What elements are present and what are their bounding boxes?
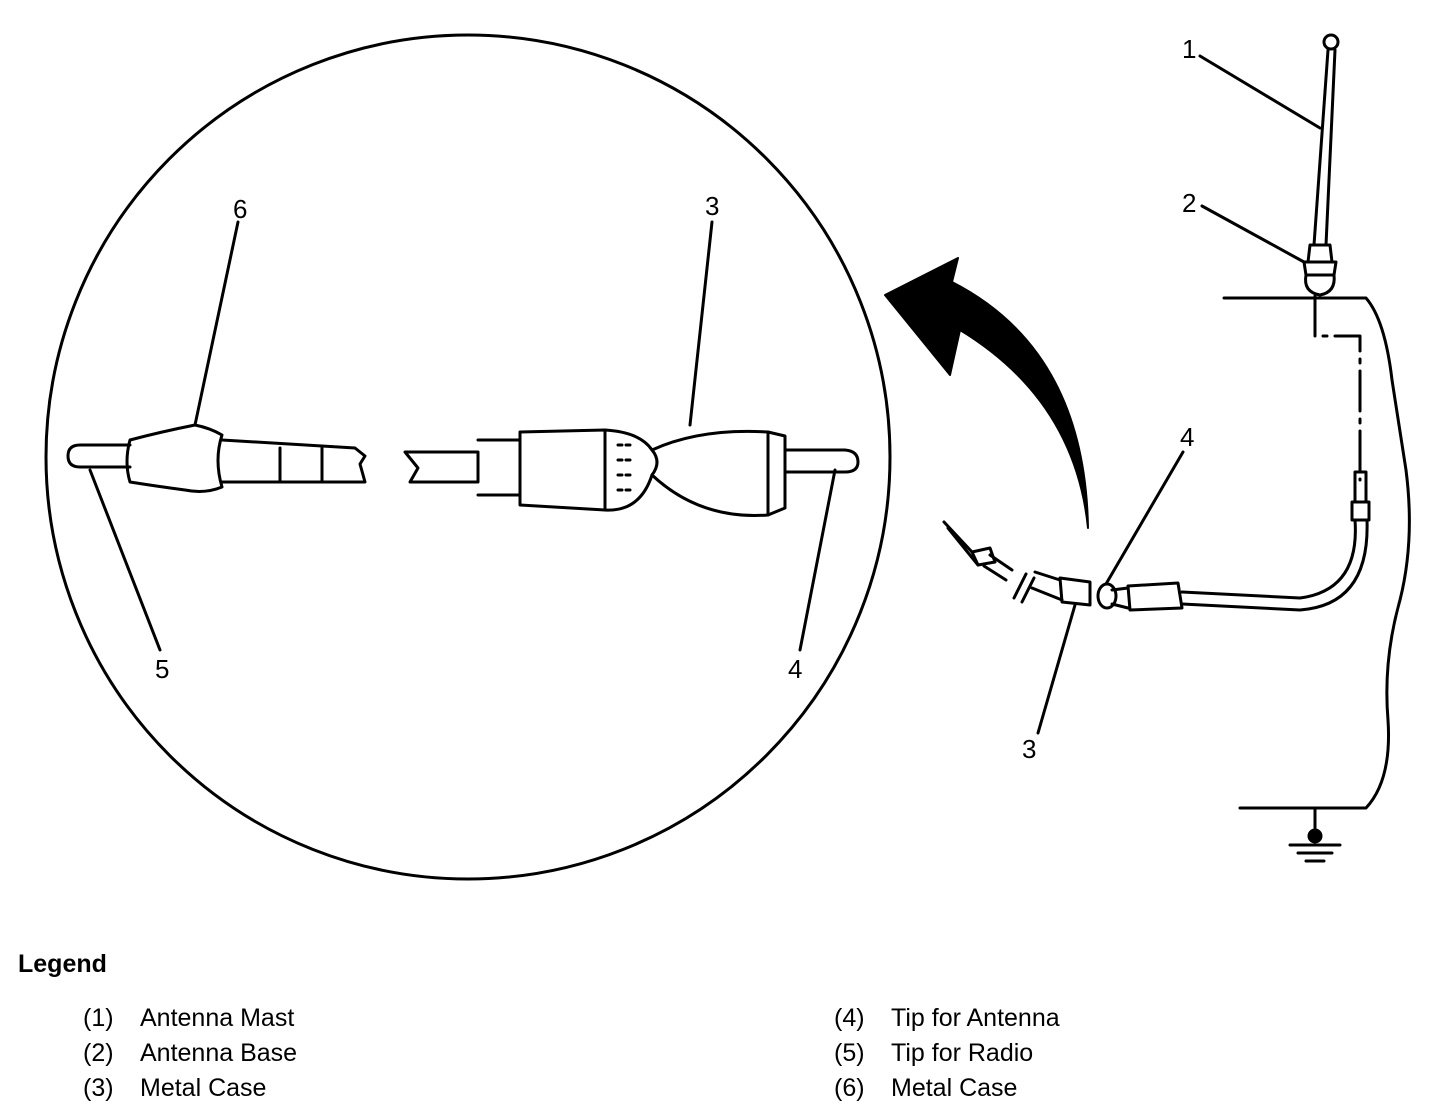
antenna-connector (403, 428, 860, 517)
legend-title: Legend (18, 950, 107, 978)
ground-symbol (1288, 806, 1342, 863)
callout-4-detail: 4 (788, 654, 802, 684)
legend-number: (1) (83, 1004, 114, 1032)
legend-item: (1) Antenna Mast (83, 1004, 294, 1033)
callout-4-right: 4 (1180, 422, 1194, 452)
legend-number: (6) (834, 1074, 865, 1102)
body-outline (1222, 296, 1411, 810)
radio-connector (66, 423, 367, 493)
callout-1: 1 (1182, 34, 1196, 64)
magnify-arrow (884, 257, 1089, 529)
callout-6-detail: 6 (233, 194, 247, 224)
detail-circle (44, 33, 892, 881)
antenna-cable (1180, 518, 1369, 612)
antenna-lead-plug (1350, 470, 1371, 522)
legend-label: Tip for Radio (891, 1039, 1034, 1067)
legend-label: Tip for Antenna (891, 1004, 1060, 1032)
legend-number: (3) (83, 1074, 114, 1102)
legend-item: (5) Tip for Radio (834, 1039, 1033, 1068)
legend-number: (2) (83, 1039, 114, 1067)
legend-item: (3) Metal Case (83, 1074, 266, 1103)
callout-2: 2 (1182, 188, 1196, 218)
antenna-base (1302, 243, 1338, 297)
legend-item: (6) Metal Case (834, 1074, 1017, 1103)
legend-number: (4) (834, 1004, 865, 1032)
legend-label: Antenna Mast (140, 1004, 295, 1032)
legend-label: Antenna Base (140, 1039, 298, 1067)
callout-3-detail: 3 (705, 191, 719, 221)
callout-5-detail: 5 (155, 654, 169, 684)
callout-3-right: 3 (1022, 734, 1036, 764)
antenna-diagram: 1 2 4 3 6 3 5 4 (44, 33, 1411, 881)
legend-number: (5) (834, 1039, 865, 1067)
legend-item: (2) Antenna Base (83, 1039, 297, 1068)
legend-item: (4) Tip for Antenna (834, 1004, 1060, 1033)
antenna-mast (1312, 33, 1340, 247)
legend-label: Metal Case (140, 1074, 267, 1102)
legend-label: Metal Case (891, 1074, 1018, 1102)
